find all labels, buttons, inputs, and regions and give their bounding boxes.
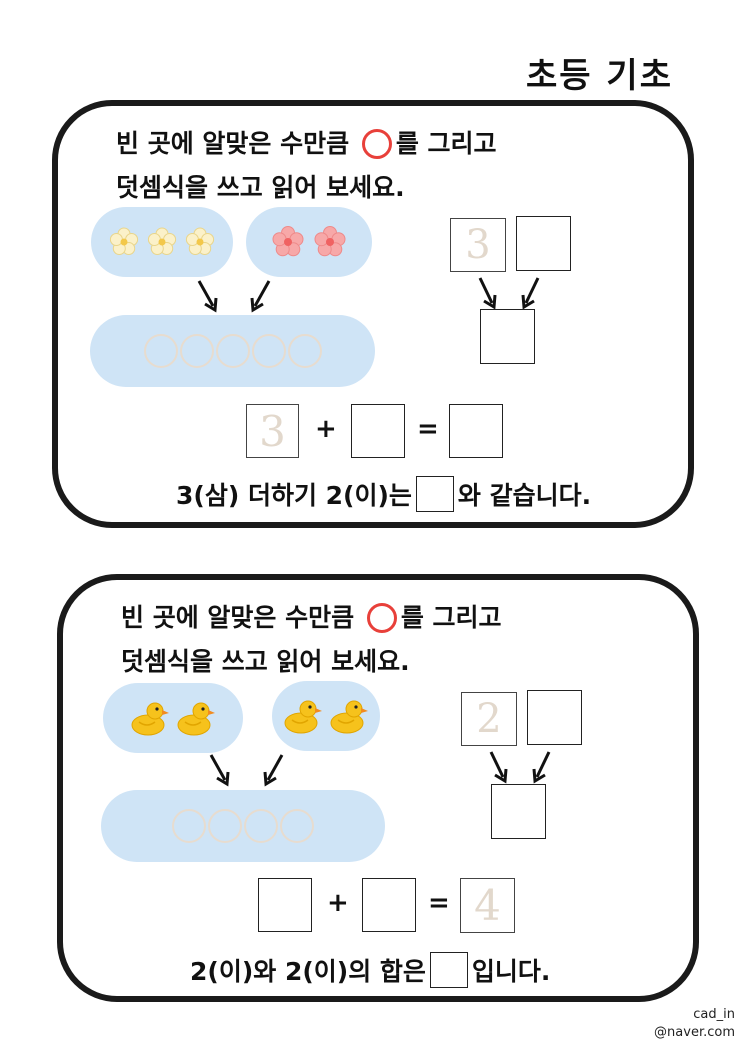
red-circle-icon: [361, 129, 392, 159]
sentence-after: 입니다.: [471, 957, 551, 986]
arrow-icon: [263, 754, 284, 787]
traced-circle: [143, 334, 178, 368]
plus-sign: +: [327, 888, 349, 918]
traced-circle: [280, 809, 314, 843]
pink-flower-icon: [272, 226, 304, 257]
instruction-part2: 를 그리고: [400, 603, 502, 632]
split-box-first[interactable]: 3: [450, 218, 506, 272]
equation-result-box[interactable]: 4: [460, 878, 515, 933]
equals-sign: =: [417, 414, 439, 444]
instruction-1: 빈 곳에 알맞은 수만큼 를 그리고 덧셈식을 쓰고 읽어 보세요.: [116, 122, 497, 210]
equals-sign: =: [428, 888, 450, 918]
circle-trace-area-2: [101, 790, 385, 862]
duck-icon: [131, 702, 169, 736]
sentence-before: 3(삼) 더하기 2(이)는: [176, 481, 412, 510]
arrow-icon: [532, 751, 551, 784]
flower-group-b: [246, 207, 372, 277]
equation-first-box[interactable]: 3: [246, 404, 299, 458]
sentence-1: 3(삼) 더하기 2(이)는 와 같습니다.: [176, 474, 591, 514]
equation-first-box[interactable]: [258, 878, 312, 932]
duck-icon: [177, 702, 215, 736]
split-box-second[interactable]: [527, 690, 582, 745]
page-title: 초등 기초: [526, 56, 673, 96]
instruction-line2: 덧셈식을 쓰고 읽어 보세요.: [116, 173, 405, 202]
sentence-before: 2(이)와 2(이)의 합은: [190, 957, 426, 986]
answer-blank[interactable]: [429, 952, 468, 988]
arrow-icon: [250, 280, 271, 313]
flower-icon: [185, 227, 215, 255]
flower-group-a: [91, 207, 233, 277]
circle-trace-area-1: [90, 315, 375, 387]
traced-circle: [244, 809, 278, 843]
instruction-part2: 를 그리고: [395, 129, 497, 158]
traced-circle: [287, 334, 322, 368]
instruction-part1: 빈 곳에 알맞은 수만큼: [121, 603, 355, 632]
duck-icon: [330, 700, 368, 734]
arrow-icon: [209, 754, 230, 787]
equation-result-box[interactable]: [449, 404, 503, 458]
duck-group-a: [103, 683, 243, 753]
equation-second-box[interactable]: [362, 878, 416, 932]
answer-blank[interactable]: [415, 476, 454, 512]
instruction-part1: 빈 곳에 알맞은 수만큼: [116, 129, 350, 158]
traced-circle: [179, 334, 214, 368]
footer-line1: cad_in: [693, 1007, 735, 1022]
instruction-line2: 덧셈식을 쓰고 읽어 보세요.: [121, 647, 410, 676]
split-box-total[interactable]: [491, 784, 546, 839]
arrow-icon: [521, 277, 540, 310]
traced-circle: [172, 809, 206, 843]
traced-circle: [215, 334, 250, 368]
equation-second-box[interactable]: [351, 404, 405, 458]
arrow-icon: [489, 751, 508, 784]
flower-icon: [109, 227, 139, 255]
footer-line2: @naver.com: [654, 1025, 735, 1040]
split-box-second[interactable]: [516, 216, 571, 271]
red-circle-icon: [366, 603, 397, 633]
traced-circle: [208, 809, 242, 843]
instruction-2: 빈 곳에 알맞은 수만큼 를 그리고 덧셈식을 쓰고 읽어 보세요.: [121, 596, 502, 684]
split-box-first[interactable]: 2: [461, 692, 517, 746]
footer-credit: cad_in @naver.com: [654, 1006, 735, 1042]
arrow-icon: [478, 277, 497, 310]
traced-circle: [251, 334, 286, 368]
plus-sign: +: [315, 414, 337, 444]
arrow-icon: [197, 280, 218, 313]
sentence-2: 2(이)와 2(이)의 합은 입니다.: [190, 950, 550, 990]
pink-flower-icon: [314, 226, 346, 257]
duck-icon: [284, 700, 322, 734]
duck-group-b: [272, 681, 380, 751]
split-box-total[interactable]: [480, 309, 535, 364]
sentence-after: 와 같습니다.: [457, 481, 592, 510]
flower-icon: [147, 227, 177, 255]
